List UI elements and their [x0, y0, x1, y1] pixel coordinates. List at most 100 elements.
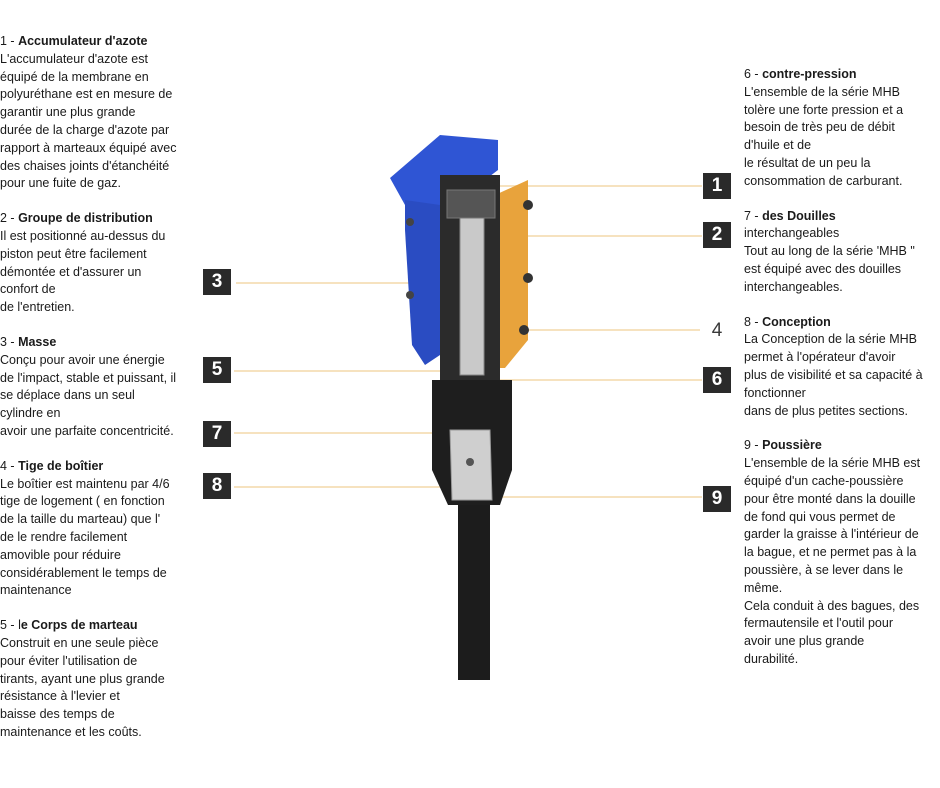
item-title: Conception: [762, 314, 831, 329]
item-line: poussière, à se lever dans le: [744, 562, 904, 577]
item-line: Le boîtier est maintenu par 4/6: [0, 476, 170, 491]
item-line: rapport à marteaux équipé avec: [0, 140, 177, 155]
item-line: L'ensemble de la série MHB: [744, 84, 900, 99]
item-line: le résultat de un peu la: [744, 155, 871, 170]
item-line: garder la graisse à l'intérieur de: [744, 527, 919, 542]
bolt-2: [523, 273, 533, 283]
item-line: La Conception de la série MHB: [744, 332, 918, 347]
item-line: considérablement le temps de: [0, 565, 167, 580]
item-line: Tout au long de la série 'MHB ": [744, 244, 915, 259]
item-number: 2: [0, 211, 7, 226]
item-separator: -: [750, 438, 763, 453]
item-line: avoir une plus grande: [744, 634, 865, 649]
item-number: 7: [744, 208, 751, 223]
item-line: avoir une parfaite concentricité.: [0, 423, 174, 438]
item-title-prefix: l: [18, 618, 21, 633]
item-line: L'ensemble de la série MHB est: [744, 456, 921, 471]
item-line: consommation de carburant.: [744, 173, 903, 188]
item-title: Poussière: [762, 438, 822, 453]
item-number: 1: [0, 34, 7, 48]
item-number: 6: [744, 67, 751, 81]
description-item-5: 5 - le Corps de marteau Construit en une…: [0, 617, 200, 742]
bolt-3: [519, 325, 529, 335]
item-line: Il est positionné au-dessus du: [0, 228, 166, 243]
bolt-1: [523, 200, 533, 210]
item-number: 4: [0, 458, 7, 473]
orange-side-plate: [495, 180, 528, 368]
item-line: piston peut être facilement: [0, 246, 147, 261]
piston-mass: [459, 214, 485, 376]
item-line: besoin de très peu de débit: [744, 120, 895, 135]
item-line: est équipé avec des douilles: [744, 261, 902, 276]
item-line: maintenance: [0, 583, 72, 598]
left-descriptions: 1 - Accumulateur d'azote L'accumulateur …: [0, 33, 200, 759]
item-line: pour être monté dans la douille: [744, 491, 916, 506]
item-heading: 8 - Conception: [744, 314, 940, 332]
item-line: de le rendre facilement: [0, 529, 128, 544]
item-line: se déplace dans un seul: [0, 388, 135, 403]
item-line: maintenance et les coûts.: [0, 724, 142, 739]
callout-badge-8: 8: [203, 473, 231, 499]
item-line: Cela conduit à des bagues, des: [744, 598, 920, 613]
item-line: confort de: [0, 282, 56, 297]
bolt-4: [406, 218, 414, 226]
item-separator: -: [6, 34, 19, 48]
item-line: L'accumulateur d'azote est: [0, 51, 148, 66]
description-item-7: 7 - des Douilles interchangeables Tout a…: [744, 208, 940, 297]
item-title: Tige de boîtier: [18, 458, 104, 473]
chisel-tool: [458, 500, 490, 680]
description-item-1: 1 - Accumulateur d'azote L'accumulateur …: [0, 33, 200, 193]
callout-badge-7: 7: [203, 421, 231, 447]
item-line: tolère une forte pression et a: [744, 102, 904, 117]
item-separator: -: [750, 67, 763, 81]
item-line: même.: [744, 580, 783, 595]
item-heading: 3 - Masse: [0, 334, 200, 352]
description-item-4: 4 - Tige de boîtier Le boîtier est maint…: [0, 458, 200, 600]
item-separator: -: [750, 208, 763, 223]
item-line: de l'entretien.: [0, 300, 75, 315]
item-line: amovible pour réduire: [0, 547, 121, 562]
item-title: Groupe de distribution: [18, 211, 153, 226]
item-heading: 9 - Poussière: [744, 437, 940, 455]
item-separator: -: [6, 334, 19, 349]
item-separator: -: [750, 314, 763, 329]
distribution-group: [446, 189, 496, 219]
item-heading: 5 - le Corps de marteau: [0, 617, 200, 635]
description-item-2: 2 - Groupe de distribution Il est positi…: [0, 210, 200, 317]
item-line: des chaises joints d'étanchéité: [0, 158, 170, 173]
item-line: de l'impact, stable et puissant, il: [0, 370, 177, 385]
item-line: de la taille du marteau) que l': [0, 512, 161, 527]
item-line: la bague, et ne permet pas à la: [744, 545, 917, 560]
description-item-8: 8 - Conception La Conception de la série…: [744, 314, 940, 421]
item-title: Accumulateur d'azote: [18, 34, 148, 48]
item-line: démontée et d'assurer un: [0, 264, 142, 279]
item-number: 8: [744, 314, 751, 329]
item-line: d'huile et de: [744, 138, 812, 153]
item-line: équipé d'un cache-poussière: [744, 473, 904, 488]
item-line: polyuréthane est en mesure de: [0, 87, 173, 102]
item-heading: 2 - Groupe de distribution: [0, 210, 200, 228]
item-line: cylindre en: [0, 406, 61, 421]
item-line: de fond qui vous permet de: [744, 509, 896, 524]
item-title: e Corps de marteau: [20, 618, 138, 633]
item-line: dans de plus petites sections.: [744, 403, 908, 418]
item-line: résistance à l'levier et: [0, 689, 120, 704]
item-line: Conçu pour avoir une énergie: [0, 352, 165, 367]
item-line: interchangeables.: [744, 279, 843, 294]
item-heading: 1 - Accumulateur d'azote: [0, 33, 200, 51]
item-heading: 6 - contre-pression: [744, 66, 940, 84]
bolt-5: [406, 291, 414, 299]
callout-badge-3: 3: [203, 269, 231, 295]
description-item-3: 3 - Masse Conçu pour avoir une énergie d…: [0, 334, 200, 441]
item-line: tirants, ayant une plus grande: [0, 671, 165, 686]
item-line: durée de la charge d'azote par: [0, 122, 170, 137]
bushing-pin: [466, 458, 474, 466]
item-line: durabilité.: [744, 651, 799, 666]
item-separator: -: [6, 211, 19, 226]
item-line: interchangeables: [744, 226, 840, 241]
item-line: tige de logement ( en fonction: [0, 494, 165, 509]
item-line: garantir une plus grande: [0, 105, 136, 120]
item-line: plus de visibilité et sa capacité à: [744, 367, 923, 382]
item-line: pour une fuite de gaz.: [0, 176, 121, 191]
